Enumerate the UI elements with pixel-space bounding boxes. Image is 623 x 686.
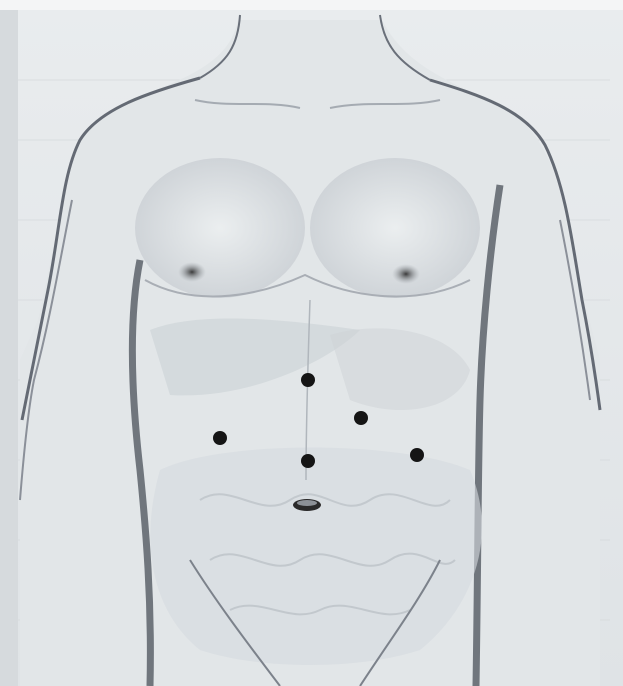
marker-left-flank-port	[410, 448, 424, 462]
marker-left-subcostal-port	[354, 411, 368, 425]
left-nipple	[178, 262, 206, 282]
left-pectoral	[135, 158, 305, 298]
intestine-overlay	[150, 448, 482, 666]
marker-epigastric-port	[301, 373, 315, 387]
marker-right-flank-port	[213, 431, 227, 445]
marker-periumbilical-port	[301, 454, 315, 468]
right-nipple	[392, 264, 420, 284]
